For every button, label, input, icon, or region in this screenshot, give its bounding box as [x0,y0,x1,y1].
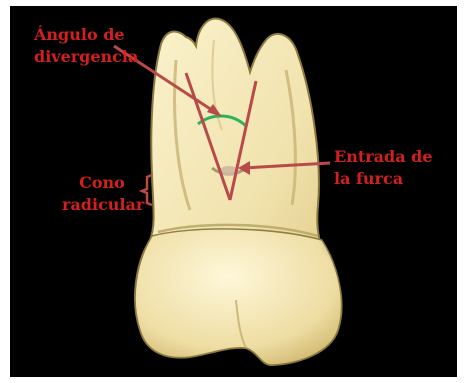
crown-shading [135,229,341,365]
label-angle-of-divergence: Ángulo de divergencia [34,24,138,68]
label-furcation-entrance: Entrada de la furca [334,146,433,190]
label-root-cone: Cono radicular [62,172,142,216]
